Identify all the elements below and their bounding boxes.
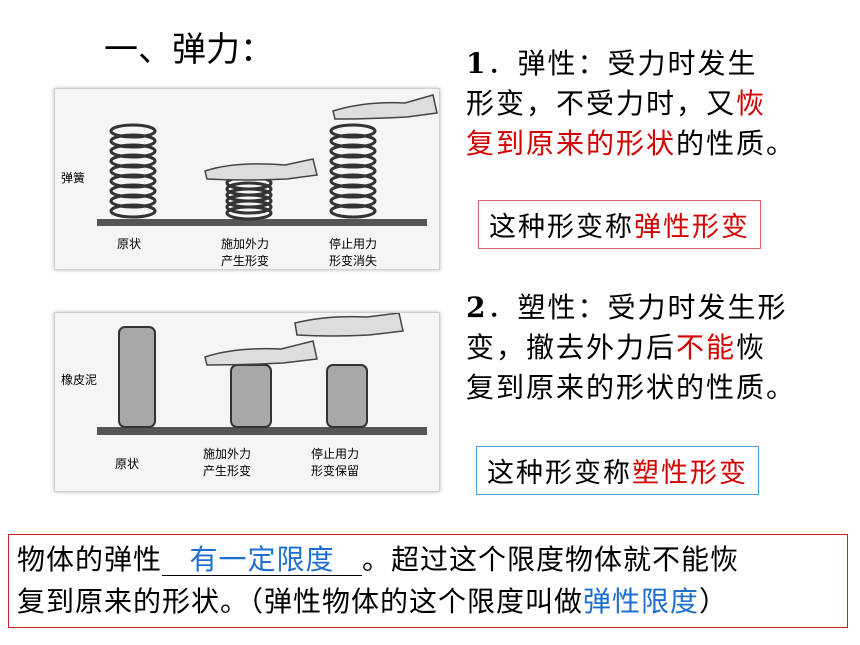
plasticine-figure: 橡皮泥 原状 施加外力产生形变 停止用力形变保留 xyxy=(54,312,440,492)
page-title: 一、弹力： xyxy=(104,30,274,70)
plastic-deformation-box: 这种形变称塑性形变 xyxy=(476,446,759,495)
plasticine-side-label: 橡皮泥 xyxy=(61,373,98,387)
elastic-definition: 1．弹性：受力时发生 形变，不受力时，又恢 复到原来的形状的性质。 xyxy=(466,47,797,160)
spring-illustration xyxy=(97,94,438,226)
plasticine-illustration xyxy=(97,312,427,435)
caption-stop-force-2: 停止用力形变保留 xyxy=(311,447,360,478)
elastic-limit-statement: 物体的弹性有一定限度。超过这个限度物体就不能恢 复到原来的形状。（弹性物体的这个… xyxy=(8,534,848,628)
caption-original: 原状 xyxy=(117,237,142,251)
elastic-deformation-box: 这种形变称弹性形变 xyxy=(478,200,761,249)
spring-side-label: 弹簧 xyxy=(61,171,86,185)
spring-figure: 弹簧 原状 施加外力产生形变 停止用力形变消失 xyxy=(54,88,440,270)
caption-apply-force: 施加外力产生形变 xyxy=(221,237,270,268)
caption-original-2: 原状 xyxy=(115,457,140,471)
answer-blank: 有一定限度 xyxy=(162,545,363,576)
caption-apply-force-2: 施加外力产生形变 xyxy=(203,447,252,478)
plastic-definition: 2．塑性：受力时发生形 变，撤去外力后不能恢 复到原来的形状的性质。 xyxy=(466,291,797,404)
caption-stop-force: 停止用力形变消失 xyxy=(329,237,378,268)
